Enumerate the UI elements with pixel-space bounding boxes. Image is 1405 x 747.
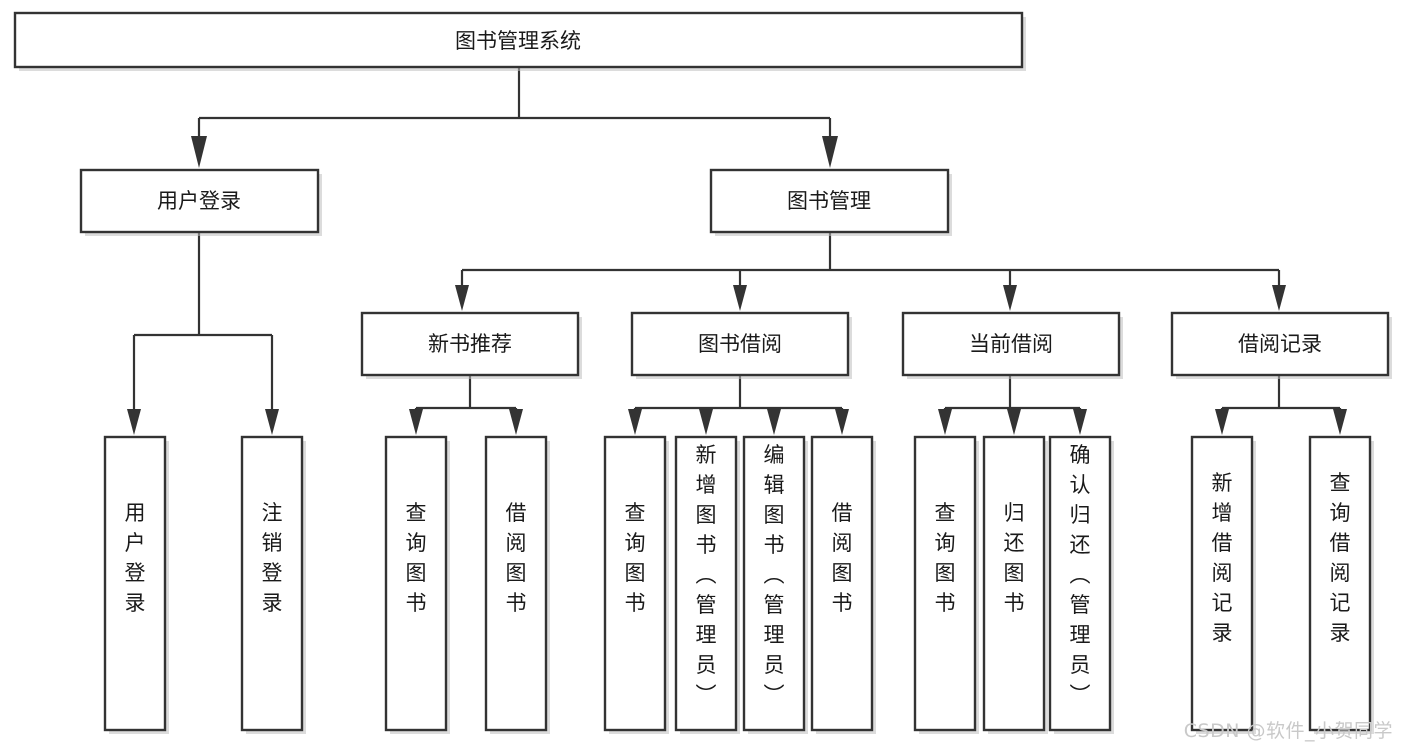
node-borrow-record-label: 借阅记录 bbox=[1238, 332, 1322, 356]
csdn-watermark: CSDN @软件_小贺同学 bbox=[1183, 720, 1393, 742]
leaf-node-user-login[interactable]: 用户登录 bbox=[103, 435, 169, 734]
node-new-book-recommend[interactable]: 新书推荐 bbox=[360, 311, 582, 379]
leaf-edit-book-label: 编辑图书︵管理员︶ bbox=[764, 443, 785, 707]
node-book-borrow-label: 图书借阅 bbox=[698, 332, 782, 356]
node-borrow-record[interactable]: 借阅记录 bbox=[1170, 311, 1392, 379]
leaf-query-book-current-rect[interactable] bbox=[913, 435, 977, 732]
leaf-node-add-borrow-record[interactable]: 新增借阅记录 bbox=[1190, 435, 1256, 734]
node-book-manage-label: 图书管理 bbox=[787, 189, 871, 213]
arrow-leaf-return-book bbox=[1007, 409, 1021, 435]
leaf-node-add-book[interactable]: 新增图书︵管理员︶ bbox=[674, 435, 740, 734]
arrow-leaf-query-book bbox=[628, 409, 642, 435]
arrow-new-book-recommend bbox=[455, 285, 469, 311]
node-book-borrow-rect[interactable] bbox=[630, 311, 850, 377]
node-user-login-label: 用户登录 bbox=[157, 189, 241, 213]
leaf-borrow-book-recommend-label: 借阅图书 bbox=[506, 501, 527, 615]
node-current-borrow-rect[interactable] bbox=[901, 311, 1121, 377]
node-book-manage[interactable]: 图书管理 bbox=[709, 168, 952, 236]
arrow-book-borrow bbox=[733, 285, 747, 311]
node-root-rect[interactable] bbox=[13, 11, 1024, 69]
leaf-node-confirm-return[interactable]: 确认归还︵管理员︶ bbox=[1048, 435, 1114, 734]
node-current-borrow[interactable]: 当前借阅 bbox=[901, 311, 1123, 379]
leaf-return-book-rect[interactable] bbox=[982, 435, 1046, 732]
arrow-leaf-add-book bbox=[699, 409, 713, 435]
node-book-manage-rect[interactable] bbox=[709, 168, 950, 234]
leaf-add-book-label: 新增图书︵管理员︶ bbox=[696, 443, 717, 707]
node-new-book-recommend-rect[interactable] bbox=[360, 311, 580, 377]
leaf-node-edit-book[interactable]: 编辑图书︵管理员︶ bbox=[742, 435, 808, 734]
leaf-add-borrow-record-label: 新增借阅记录 bbox=[1212, 471, 1233, 645]
leaf-query-book-recommend-label: 查询图书 bbox=[406, 501, 427, 615]
leaf-node-query-book[interactable]: 查询图书 bbox=[603, 435, 669, 734]
leaf-borrow-book-rect[interactable] bbox=[810, 435, 874, 732]
leaf-node-borrow-book-recommend[interactable]: 借阅图书 bbox=[484, 435, 550, 734]
arrow-book-manage bbox=[822, 136, 838, 168]
leaf-query-borrow-record-rect[interactable] bbox=[1308, 435, 1372, 732]
node-user-login-rect[interactable] bbox=[79, 168, 320, 234]
leaf-edit-book-rect[interactable] bbox=[742, 435, 806, 732]
leaf-query-book-recommend-rect[interactable] bbox=[384, 435, 448, 732]
arrow-leaf-user-login bbox=[127, 409, 141, 435]
leaf-logout-label: 注销登录 bbox=[262, 501, 283, 615]
connector-layer bbox=[127, 67, 1347, 435]
arrow-leaf-confirm-return bbox=[1073, 409, 1087, 435]
node-root-label: 图书管理系统 bbox=[455, 29, 581, 53]
leaf-confirm-return-rect[interactable] bbox=[1048, 435, 1112, 732]
arrow-leaf-borrow-book bbox=[835, 409, 849, 435]
arrow-current-borrow bbox=[1003, 285, 1017, 311]
leaf-node-query-book-recommend[interactable]: 查询图书 bbox=[384, 435, 450, 734]
node-root[interactable]: 图书管理系统 bbox=[13, 11, 1026, 71]
leaf-node-return-book[interactable]: 归还图书 bbox=[982, 435, 1048, 734]
leaf-node-borrow-book[interactable]: 借阅图书 bbox=[810, 435, 876, 734]
arrow-leaf-query-book-current bbox=[938, 409, 952, 435]
arrow-user-login bbox=[191, 136, 207, 168]
leaf-borrow-book-recommend-rect[interactable] bbox=[484, 435, 548, 732]
leaf-confirm-return-label: 确认归还︵管理员︶ bbox=[1070, 443, 1091, 707]
arrow-borrow-record bbox=[1272, 285, 1286, 311]
leaf-user-login-label: 用户登录 bbox=[125, 501, 146, 615]
leaf-query-book-current-label: 查询图书 bbox=[935, 501, 956, 615]
leaf-query-borrow-record-label: 查询借阅记录 bbox=[1330, 471, 1351, 645]
leaf-query-book-rect[interactable] bbox=[603, 435, 667, 732]
arrow-leaf-add-borrow-record bbox=[1215, 409, 1229, 435]
arrow-leaf-logout bbox=[265, 409, 279, 435]
leaf-node-query-borrow-record[interactable]: 查询借阅记录 bbox=[1308, 435, 1374, 734]
node-user-login[interactable]: 用户登录 bbox=[79, 168, 322, 236]
arrow-leaf-borrow-book-recommend bbox=[509, 409, 523, 435]
arrow-leaf-query-book-recommend bbox=[409, 409, 423, 435]
leaf-return-book-label: 归还图书 bbox=[1004, 501, 1025, 615]
leaf-query-book-label: 查询图书 bbox=[625, 501, 646, 615]
node-new-book-recommend-label: 新书推荐 bbox=[428, 332, 512, 356]
leaf-logout-rect[interactable] bbox=[240, 435, 304, 732]
leaf-borrow-book-label: 借阅图书 bbox=[832, 501, 853, 615]
arrow-leaf-query-borrow-record bbox=[1333, 409, 1347, 435]
node-borrow-record-rect[interactable] bbox=[1170, 311, 1390, 377]
node-current-borrow-label: 当前借阅 bbox=[969, 332, 1053, 356]
leaf-node-logout[interactable]: 注销登录 bbox=[240, 435, 306, 734]
arrow-leaf-edit-book bbox=[767, 409, 781, 435]
leaf-add-book-rect[interactable] bbox=[674, 435, 738, 732]
node-book-borrow[interactable]: 图书借阅 bbox=[630, 311, 852, 379]
leaf-node-query-book-current[interactable]: 查询图书 bbox=[913, 435, 979, 734]
leaf-user-login-rect[interactable] bbox=[103, 435, 167, 732]
leaf-add-borrow-record-rect[interactable] bbox=[1190, 435, 1254, 732]
